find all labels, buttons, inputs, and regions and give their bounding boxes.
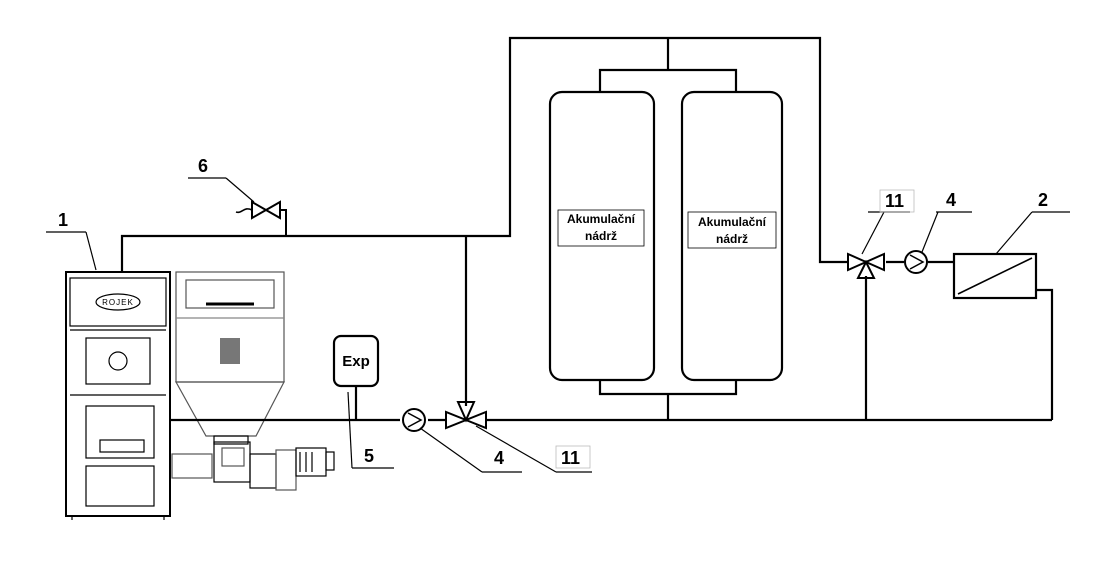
label-4-bottom: 4	[494, 448, 504, 468]
label-6: 6	[198, 156, 208, 176]
tank-left-label-line1: Akumulační	[567, 212, 636, 226]
label-4-right: 4	[946, 190, 956, 210]
label-11-right: 11	[885, 191, 904, 211]
storage-tank-right: Akumulační nádrž	[680, 90, 784, 382]
storage-tank-left: Akumulační nádrž	[548, 90, 656, 382]
label-2: 2	[1038, 190, 1048, 210]
pellet-hopper	[174, 271, 285, 445]
expansion-vessel-label: Exp	[342, 353, 370, 370]
heat-exchanger	[952, 252, 1038, 300]
label-1: 1	[58, 210, 68, 230]
tank-right-label-line1: Akumulační	[698, 215, 767, 229]
tank-right-label-line2: nádrž	[716, 232, 748, 246]
pump-right-icon	[904, 250, 928, 274]
label-11-bottom: 11	[561, 448, 580, 468]
expansion-vessel: Exp	[332, 334, 380, 388]
label-5: 5	[364, 446, 374, 466]
safety-valve-icon	[235, 200, 281, 220]
three-way-valve-icon	[445, 401, 487, 430]
screw-feeder	[171, 441, 335, 491]
callouts: 1 6 5 4 11 11 4 2	[46, 156, 1070, 473]
boiler: ROJEK	[65, 271, 171, 520]
tank-left-label-line2: nádrž	[585, 229, 617, 243]
piping	[120, 36, 1054, 422]
boiler-brand-logo: ROJEK	[102, 298, 134, 307]
three-way-valve-right-icon	[847, 252, 885, 279]
pump-icon	[402, 408, 426, 432]
